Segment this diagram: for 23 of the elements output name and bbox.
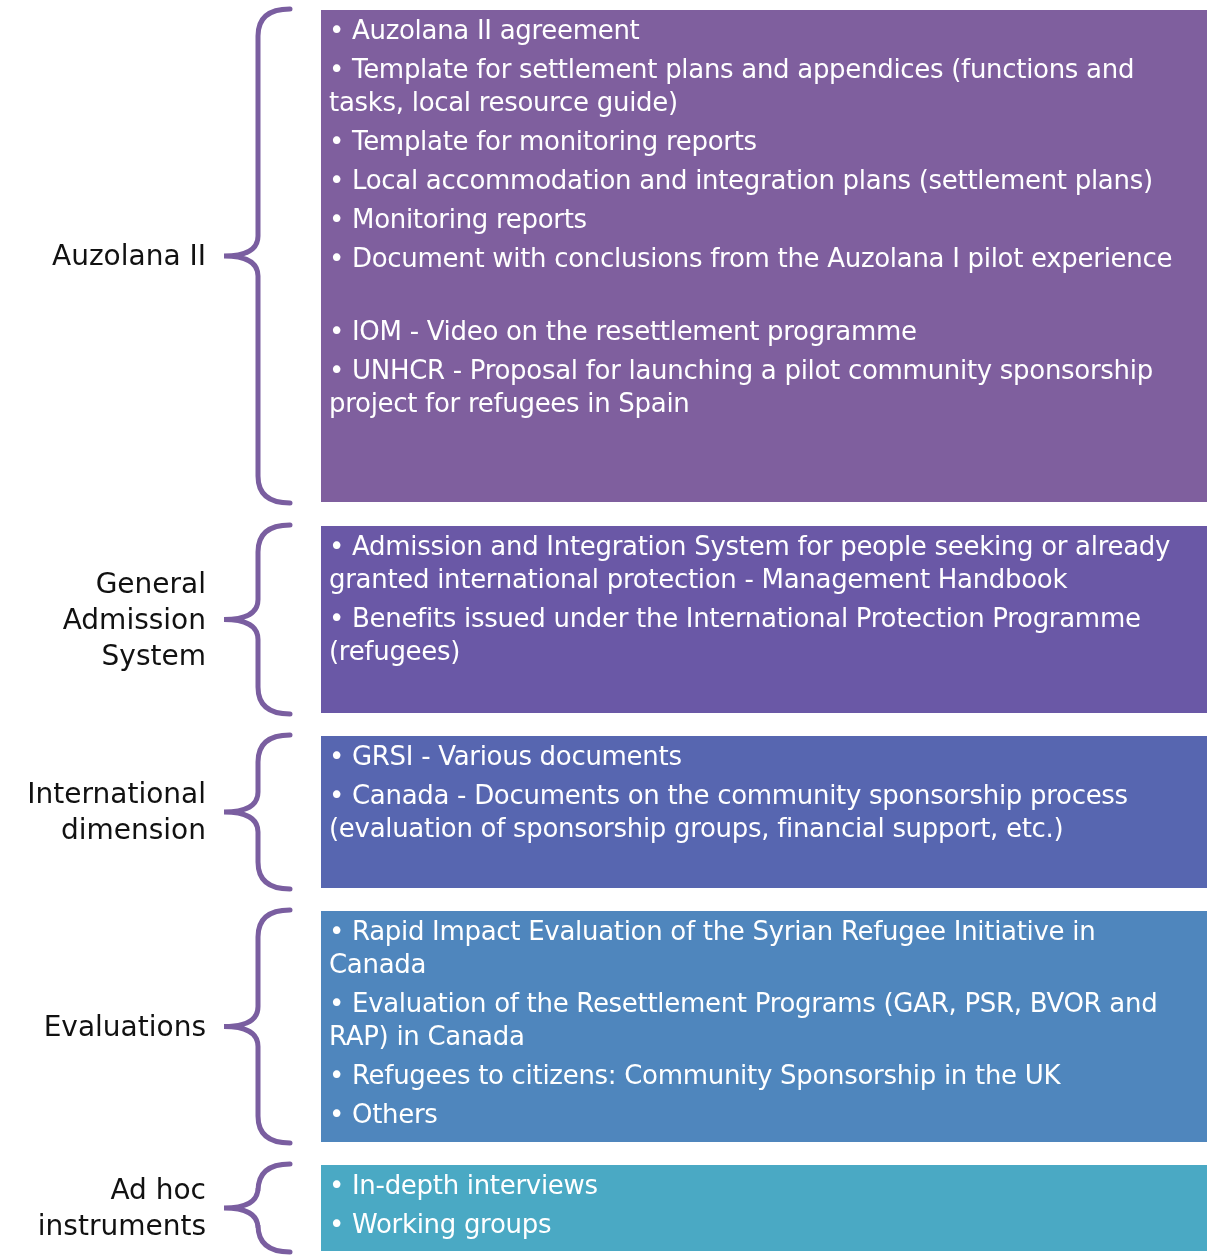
bullet-item: • Evaluation of the Resettlement Programs (GAR, PSR, BVOR and RAP) in Canada	[329, 987, 1159, 1053]
bullet-item: • Working groups	[329, 1208, 553, 1241]
category-label: International dimension	[26, 776, 206, 848]
bullet-item: • Template for monitoring reports	[329, 125, 758, 158]
category-label: Ad hoc instruments	[36, 1172, 206, 1244]
bullet-item: • Local accommodation and integration plans (settlement plans)	[329, 164, 1154, 197]
bullet-item: • Rapid Impact Evaluation of the Syrian Refugee Initiative in Canada	[329, 915, 1097, 981]
bullet-item: • UNHCR - Proposal for launching a pilot community sponsorship project for refugees in Spain	[329, 354, 1154, 420]
bullet-item: • In-depth interviews	[329, 1169, 599, 1202]
bullet-item: • Benefits issued under the International Protection Programme (refugees)	[329, 602, 1142, 668]
bullet-item: • IOM - Video on the resettlement programme	[329, 315, 918, 348]
bullet-item: • Others	[329, 1098, 439, 1131]
bullet-item: • Canada - Documents on the community sponsorship process (evaluation of sponsorship groups, financial support, etc.)	[329, 779, 1129, 845]
bullet-item: • Template for settlement plans and appendices (functions and tasks, local resource guide)	[329, 53, 1136, 119]
bullet-item: • Refugees to citizens: Community Sponsorship in the UK	[329, 1059, 1062, 1092]
category-label: Auzolana II	[51, 238, 206, 274]
bullet-item: • GRSI - Various documents	[329, 740, 683, 773]
bullet-item: • Admission and Integration System for people seeking or already granted international protection - Management Handbook	[329, 530, 1172, 596]
bullet-item: • Monitoring reports	[329, 203, 588, 236]
category-label: General Admission System	[61, 565, 206, 674]
bullet-item: • Auzolana II agreement	[329, 14, 641, 47]
category-label: Evaluations	[42, 1008, 206, 1045]
bullet-item: • Document with conclusions from the Auzolana I pilot experience	[329, 242, 1174, 275]
